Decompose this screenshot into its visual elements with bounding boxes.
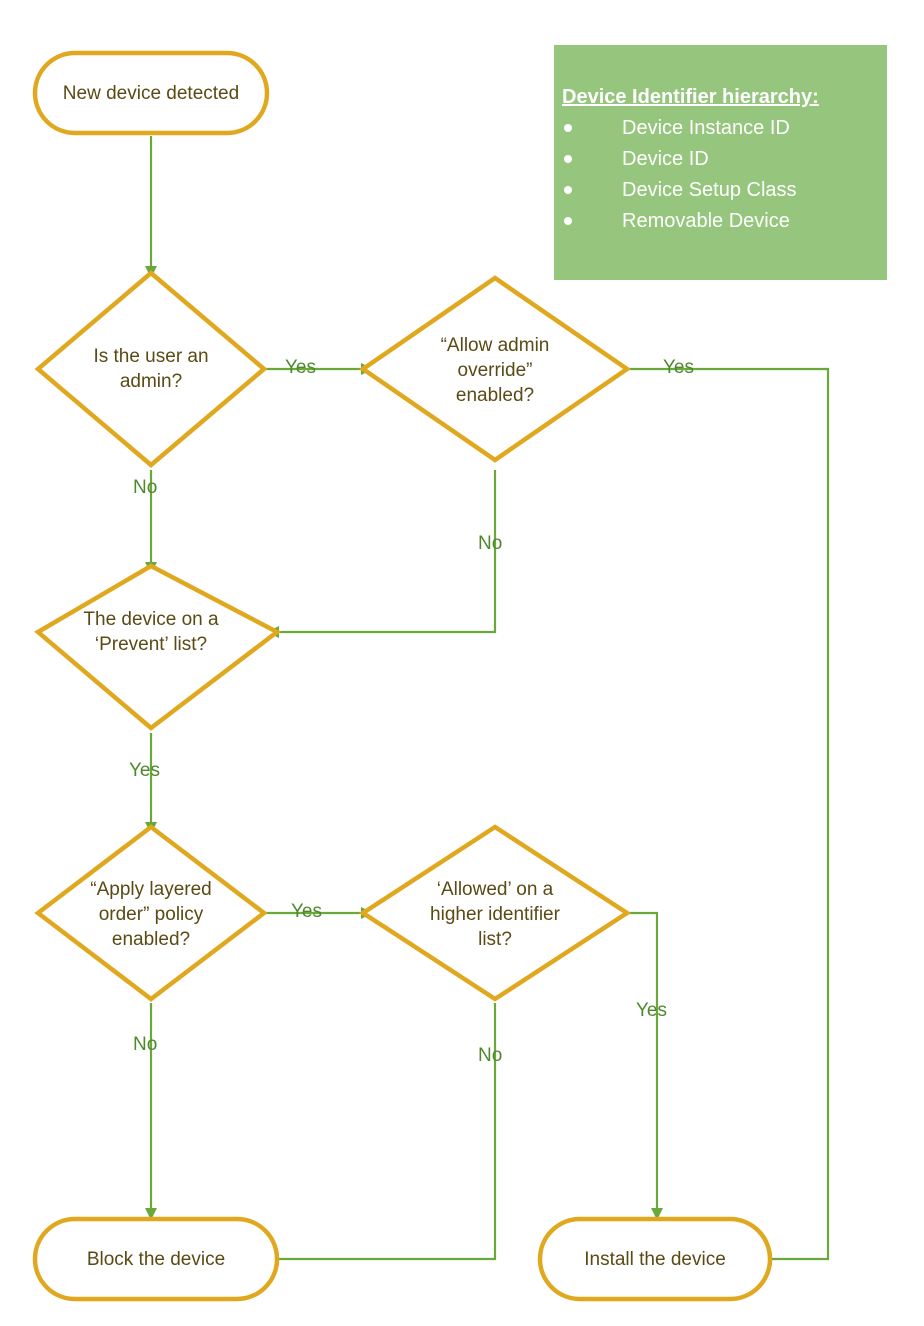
legend-title: Device Identifier hierarchy: [562,86,819,108]
edge-label-admin-override-yes: Yes [663,357,694,378]
connector-allowed-higher-yes [627,911,663,1220]
legend-item: Device Instance ID [554,113,887,144]
legend-list: Device Instance ID Device ID Device Setu… [554,113,887,237]
node-install[interactable] [537,1216,773,1302]
edge-label-layered-order-yes: Yes [291,901,322,922]
node-is-admin[interactable] [34,270,268,468]
bullet-icon [564,217,572,225]
bullet-icon [564,155,572,163]
connector-admin-override-no [267,470,497,638]
connector-admin-override-yes [627,367,830,1265]
edge-label-allowed-higher-no: No [478,1045,503,1066]
legend-item-label: Removable Device [622,210,790,232]
bullet-icon [564,186,572,194]
edge-label-layered-order-no: No [133,1034,158,1055]
edge-label-admin-override-no: No [478,533,503,554]
node-layered-order[interactable] [34,824,268,1002]
edge-label-allowed-higher-yes: Yes [636,1000,667,1021]
legend-item: Removable Device [554,206,887,237]
node-start[interactable] [32,50,270,136]
edge-label-prevent-list-yes: Yes [129,760,160,781]
node-allowed-higher[interactable] [358,824,632,1002]
legend-item-label: Device Instance ID [622,117,790,139]
connector-allowed-higher-no [267,1003,497,1265]
node-prevent-list[interactable] [34,563,282,731]
legend-item: Device ID [554,144,887,175]
node-block[interactable] [32,1216,280,1302]
legend-item: Device Setup Class [554,175,887,206]
edge-label-is-admin-yes: Yes [285,357,316,378]
node-admin-override[interactable] [359,275,631,463]
legend-item-label: Device Setup Class [622,179,797,201]
bullet-icon [564,124,572,132]
edge-label-is-admin-no: No [133,477,158,498]
legend-panel: Device Identifier hierarchy: Device Inst… [554,45,887,280]
legend-item-label: Device ID [622,148,709,170]
